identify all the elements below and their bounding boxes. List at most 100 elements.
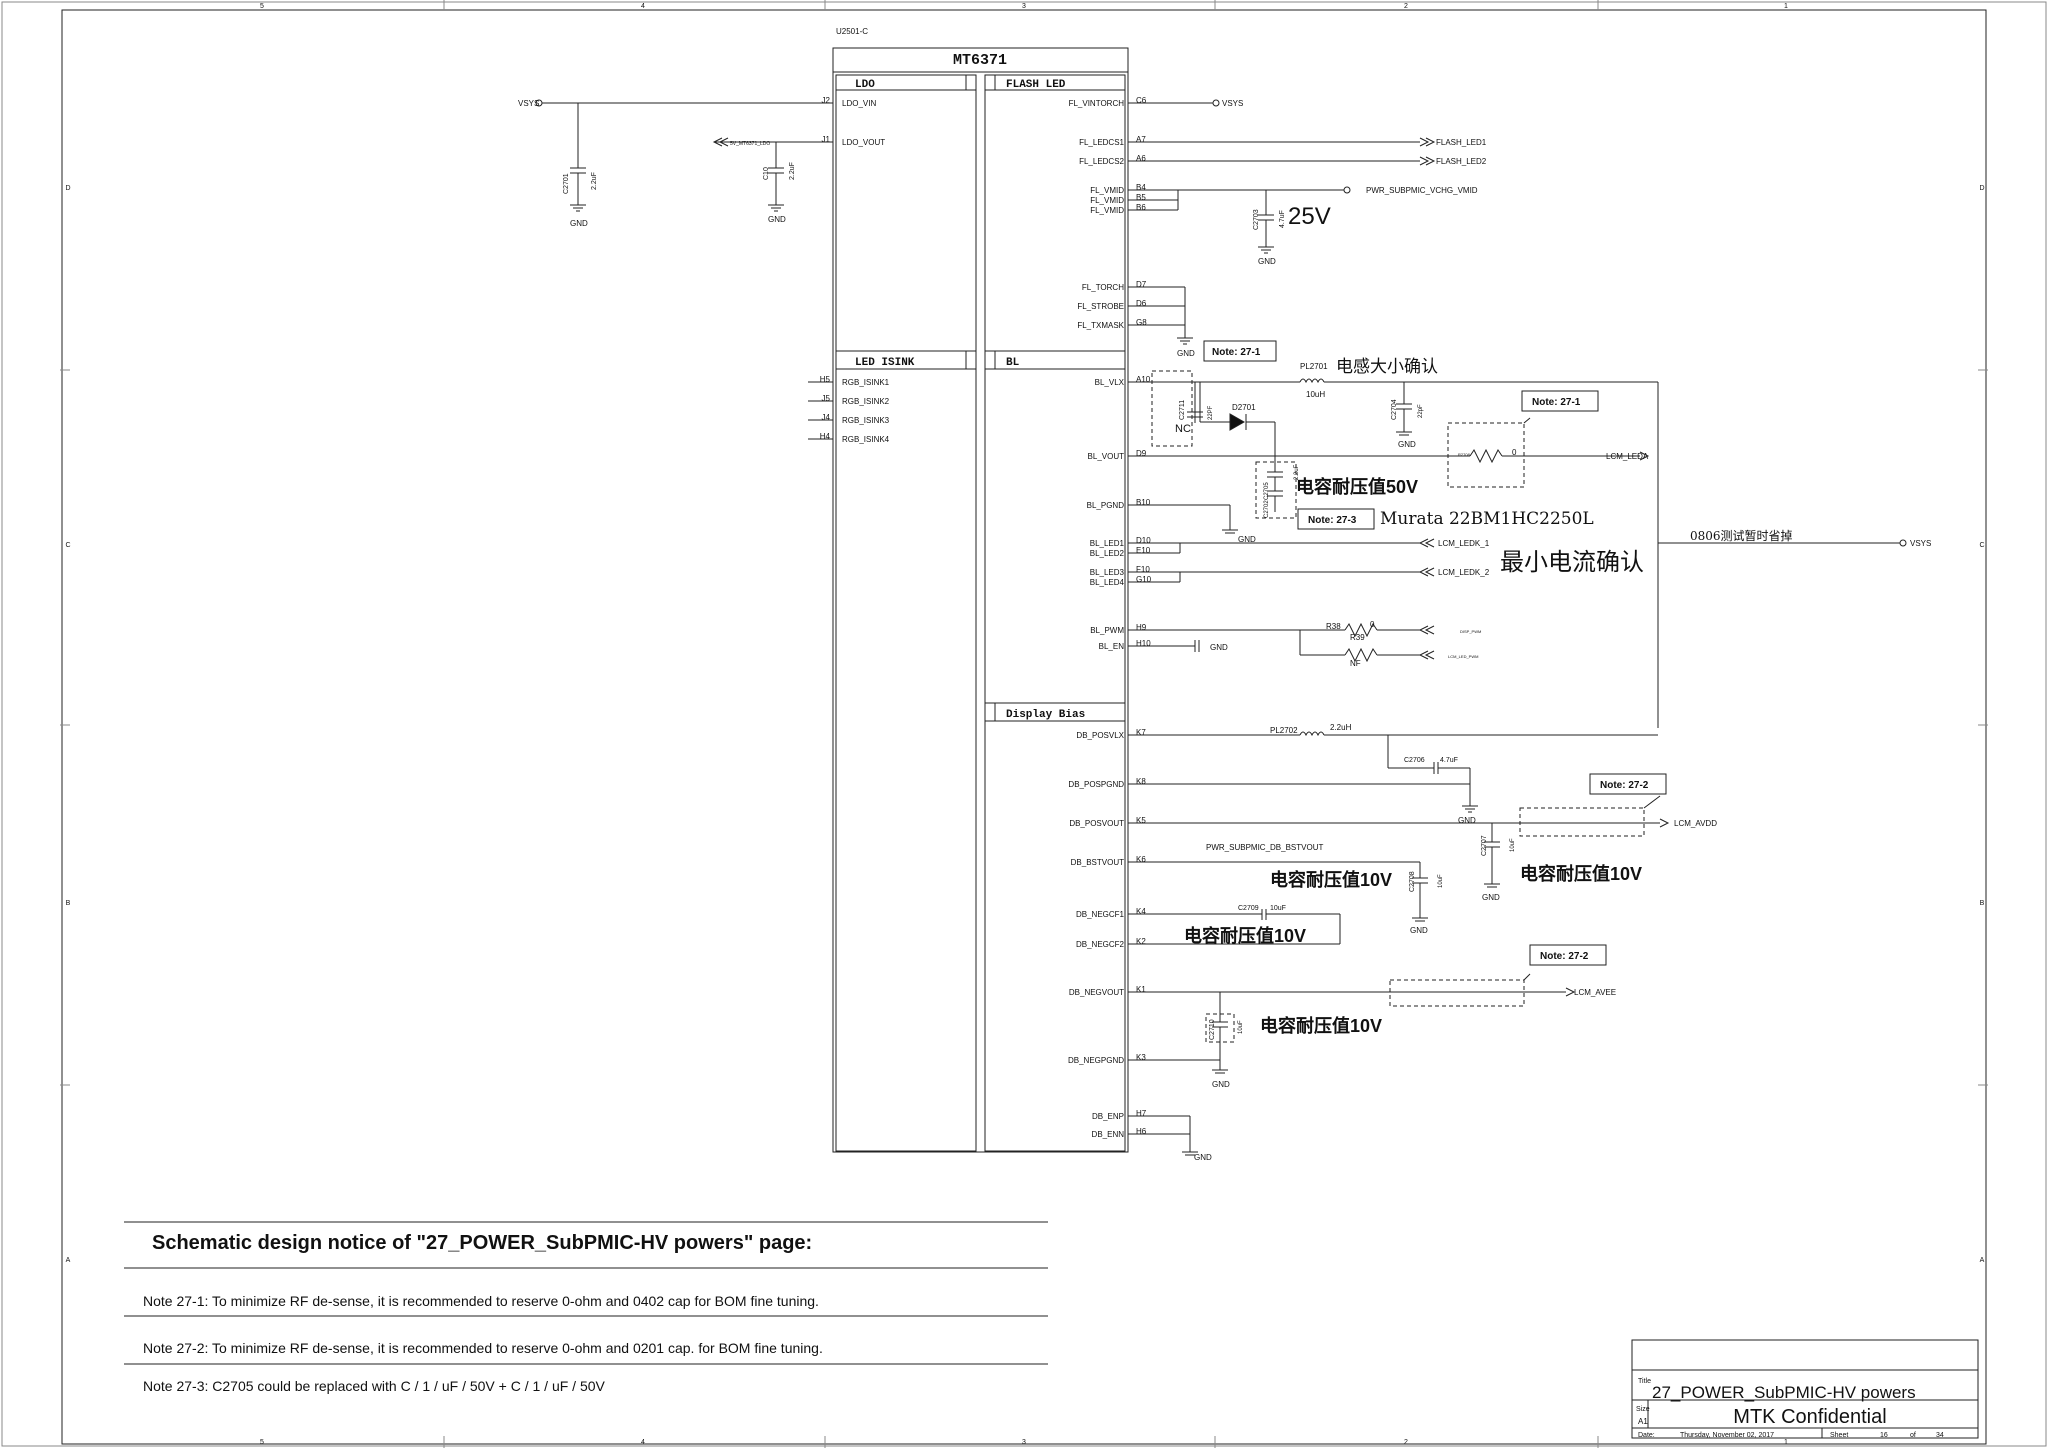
border-col-label: 3: [1022, 3, 1026, 10]
net-label-lcm-ledk2: LCM_LEDK_2: [1438, 568, 1490, 577]
part-ref: D2701: [1232, 403, 1256, 412]
part-value: 4.7uF: [1279, 210, 1286, 228]
part-ref: C10: [763, 167, 770, 180]
border-row-label: A: [1980, 1257, 1985, 1264]
section-isink-label: LED ISINK: [855, 357, 915, 369]
net-label-flash-led2: FLASH_LED2: [1436, 157, 1487, 166]
border-col-label: 1: [1784, 3, 1788, 10]
net-label-gnd: GND: [1458, 816, 1476, 825]
pin-name: FL_STROBE: [1077, 302, 1124, 311]
annotation-cap-10v: 电容耐压值10V: [1260, 1015, 1382, 1036]
pin-name: BL_EN: [1099, 642, 1125, 651]
pin-name: DB_NEGPGND: [1068, 1056, 1124, 1065]
pin-number: H7: [1136, 1109, 1147, 1118]
pin-name: FL_VMID: [1090, 196, 1124, 205]
title-block-label: Title: [1638, 1378, 1651, 1385]
net-label-gnd: GND: [1410, 926, 1428, 935]
net-label-lcm-avdd: LCM_AVDD: [1674, 819, 1717, 828]
border-row-label: D: [1979, 185, 1984, 192]
border-row-label: B: [1980, 900, 1985, 907]
part-ref: C2702: [1264, 500, 1270, 518]
title-block-label: of: [1910, 1432, 1916, 1439]
pin-number: J2: [822, 96, 831, 105]
note-tag-label: Note: 27-2: [1540, 951, 1589, 962]
pin-number: E10: [1136, 546, 1151, 555]
pin-name: RGB_ISINK1: [842, 378, 890, 387]
pin-name: FL_TORCH: [1082, 283, 1124, 292]
net-label-ldo-out: 5V_MT6371_LDO: [730, 141, 770, 147]
pin-number: H4: [820, 432, 831, 441]
title-block-date: Thursday, November 02, 2017: [1680, 1432, 1774, 1439]
net-label-disp-pwm: DISP_PWM: [1460, 629, 1481, 634]
pin-number: F10: [1136, 565, 1150, 574]
pin-name: FL_VMID: [1090, 186, 1124, 195]
net-label-gnd: GND: [768, 215, 786, 224]
pin-number: H5: [820, 375, 831, 384]
pin-number: D7: [1136, 280, 1147, 289]
pin-number: G8: [1136, 318, 1147, 327]
pin-number: D6: [1136, 299, 1147, 308]
pin-number: H9: [1136, 623, 1147, 632]
pin-name: FL_TXMASK: [1077, 321, 1124, 330]
net-label-gnd: GND: [1212, 1080, 1230, 1089]
note-tag-label: Note: 27-2: [1600, 780, 1649, 791]
title-block-size: A1: [1638, 1417, 1648, 1426]
part-value: 10uF: [1238, 1020, 1244, 1034]
border-row-label: D: [65, 185, 70, 192]
pin-number: K5: [1136, 816, 1146, 825]
pin-name: DB_NEGVOUT: [1069, 988, 1124, 997]
part-value: 0: [1512, 448, 1517, 457]
pin-number: K1: [1136, 985, 1146, 994]
part-ref: C2709: [1238, 905, 1259, 912]
net-label-lcm-leda: LCM_LEDA: [1606, 452, 1649, 461]
pin-name: BL_VLX: [1095, 378, 1125, 387]
part-ref: C2708: [1409, 871, 1416, 892]
border-col-label: 4: [641, 3, 645, 10]
section-ldo-label: LDO: [855, 79, 875, 91]
part-value: 10uF: [1270, 905, 1286, 912]
section-bl-label: BL: [1006, 357, 1020, 369]
note-27-3: Note 27-3: C2705 could be replaced with …: [143, 1378, 605, 1394]
part-ref: PL2702: [1270, 726, 1298, 735]
net-label-gnd: GND: [1238, 535, 1256, 544]
part-value: 2.2uF: [1294, 464, 1300, 480]
note-tag-27-3: [1297, 508, 1375, 530]
title-block: [1631, 1339, 1979, 1439]
title-block-label: Date:: [1638, 1432, 1655, 1439]
net-label-vsys: VSYS: [1910, 539, 1931, 548]
part-ref: C2707: [1481, 835, 1488, 856]
net-label-gnd: GND: [1194, 1153, 1212, 1162]
pin-number: C6: [1136, 96, 1147, 105]
border-col-label: 4: [641, 1439, 645, 1446]
note-tag-27-2-a: [1589, 773, 1667, 795]
part-ref: R38: [1326, 622, 1341, 631]
part-ref: C2705: [1264, 482, 1270, 500]
pin-number: J4: [822, 413, 831, 422]
net-label-lcm-led-pwm: LCM_LED_PWM: [1448, 654, 1478, 659]
note-tag-27-1-a: [1203, 340, 1277, 362]
ic-name-label: MT6371: [953, 52, 1007, 69]
ic-body: [832, 47, 1129, 1153]
note-27-1: Note 27-1: To minimize RF de-sense, it i…: [143, 1293, 819, 1309]
part-ref: C2704: [1391, 399, 1398, 420]
part-ref: C2701: [563, 173, 570, 194]
title-block-sheet: 16: [1880, 1432, 1888, 1439]
pin-name: BL_VOUT: [1088, 452, 1125, 461]
pin-name: DB_BSTVOUT: [1071, 858, 1124, 867]
pin-number: A6: [1136, 154, 1146, 163]
pin-name: LDO_VOUT: [842, 138, 885, 147]
pin-name: BL_LED1: [1090, 539, 1125, 548]
title-block-total: 34: [1936, 1432, 1944, 1439]
part-value: 2.2uF: [789, 162, 796, 180]
annotation-min-current: 最小电流确认: [1500, 548, 1644, 576]
note-tag-27-2-b: [1529, 944, 1607, 966]
border-col-label: 5: [260, 3, 264, 10]
net-label-lcm-ledk1: LCM_LEDK_1: [1438, 539, 1490, 548]
border-col-label: 2: [1404, 3, 1408, 10]
pin-number: K2: [1136, 937, 1146, 946]
title-block-title: 27_POWER_SubPMIC-HV powers: [1652, 1383, 1916, 1402]
pin-name: FL_LEDCS1: [1079, 138, 1124, 147]
pin-name: BL_LED2: [1090, 549, 1125, 558]
annotation-murata: Murata 22BM1HC2250L: [1380, 509, 1594, 529]
